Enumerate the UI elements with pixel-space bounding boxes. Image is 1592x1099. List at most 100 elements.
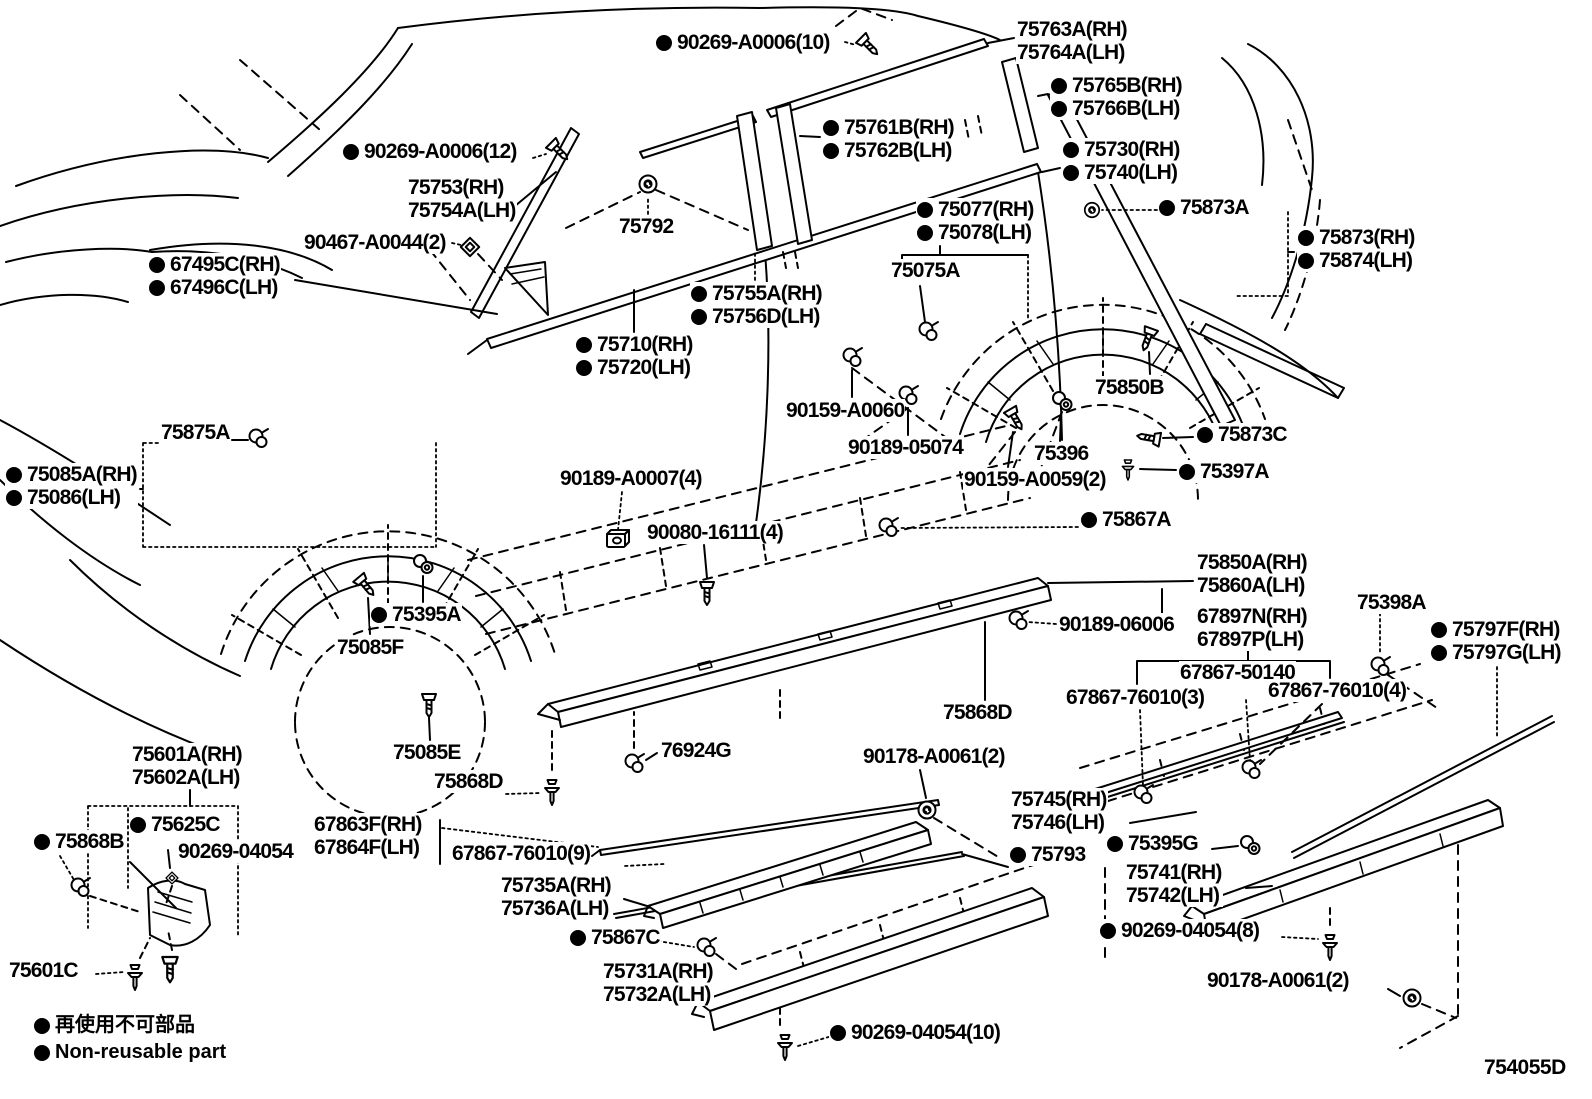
part-label-90159-a0060[interactable]: 90159-A0060: [785, 399, 906, 422]
part-label-90080-16111-4[interactable]: 90080-16111(4): [646, 521, 784, 544]
part-label-75792[interactable]: 75792: [618, 215, 675, 238]
part-label-75085a-75086[interactable]: 75085A(RH)75086(LH): [5, 463, 138, 509]
part-number-line: 75766B(LH): [1050, 97, 1183, 120]
part-number-text: 75601A(RH): [132, 743, 243, 766]
part-label-75797f-75797g[interactable]: 75797F(RH)75797G(LH): [1430, 618, 1562, 664]
legend-text-en: Non-reusable part: [55, 1041, 227, 1063]
part-label-75765b-75766b[interactable]: 75765B(RH)75766B(LH): [1050, 74, 1183, 120]
part-label-75868b[interactable]: 75868B: [33, 830, 125, 853]
part-label-75075a[interactable]: 75075A: [890, 259, 961, 282]
part-number-line: 75873C: [1196, 423, 1288, 446]
body-lower-moulding-rear: [691, 859, 1049, 1031]
part-number-text: 75755A(RH): [712, 282, 823, 305]
part-number-line: 67867-76010(9): [451, 842, 592, 865]
part-label-75601c[interactable]: 75601C: [8, 959, 79, 982]
part-label-75793[interactable]: 75793: [1009, 843, 1087, 866]
part-number-text: 75756D(LH): [712, 305, 820, 328]
part-label-75085f[interactable]: 75085F: [336, 636, 405, 659]
part-label-75873-75874[interactable]: 75873(RH)75874(LH): [1297, 226, 1416, 272]
part-label-75867c[interactable]: 75867C: [569, 926, 661, 949]
non-reusable-dot-icon: [130, 816, 146, 833]
part-label-75741-75742[interactable]: 75741(RH)75742(LH): [1125, 861, 1223, 907]
part-label-75850a-75860a[interactable]: 75850A(RH)75860A(LH): [1196, 551, 1308, 597]
part-label-67867-76010-3[interactable]: 67867-76010(3): [1065, 686, 1206, 709]
part-label-75601a-75602a[interactable]: 75601A(RH)75602A(LH): [131, 743, 243, 789]
part-label-75395g[interactable]: 75395G: [1106, 832, 1199, 855]
front-wheel-arch-moulding: [220, 524, 556, 818]
part-label-75868d-front[interactable]: 75868D: [433, 770, 504, 793]
part-label-75710-75720[interactable]: 75710(RH)75720(LH): [575, 333, 694, 379]
part-number-line: 75746(LH): [1010, 811, 1108, 834]
part-number-line: 75740(LH): [1062, 161, 1181, 184]
part-label-75397a[interactable]: 75397A: [1178, 460, 1270, 483]
part-label-75745-75746[interactable]: 75745(RH)75746(LH): [1010, 788, 1108, 834]
part-label-67867-76010-4[interactable]: 67867-76010(4): [1267, 679, 1408, 702]
part-label-75868d-rear[interactable]: 75868D: [942, 701, 1013, 724]
non-reusable-dot-icon: [1100, 922, 1116, 939]
part-label-75398a[interactable]: 75398A: [1356, 591, 1427, 614]
part-number-text: 90269-A0006(12): [364, 140, 517, 163]
part-label-90159-a0059-2[interactable]: 90159-A0059(2): [963, 468, 1107, 491]
part-label-75875a[interactable]: 75875A: [160, 421, 231, 444]
part-label-90178-a0061-2-front[interactable]: 90178-A0061(2): [862, 745, 1006, 768]
part-label-75850b[interactable]: 75850B: [1094, 376, 1165, 399]
part-label-75761b-75762b[interactable]: 75761B(RH)75762B(LH): [822, 116, 955, 162]
part-label-76924g[interactable]: 76924G: [660, 739, 732, 762]
part-label-90189-05074[interactable]: 90189-05074: [847, 436, 964, 459]
part-label-90189-06006[interactable]: 90189-06006: [1058, 613, 1175, 636]
part-label-67897n-67897p[interactable]: 67897N(RH)67897P(LH): [1196, 605, 1308, 651]
part-label-90269-a0006-12[interactable]: 90269-A0006(12): [342, 140, 518, 163]
part-label-75731a-75732a[interactable]: 75731A(RH)75732A(LH): [602, 960, 714, 1006]
part-label-75625c[interactable]: 75625C: [129, 813, 221, 836]
non-reusable-dot-icon: [823, 119, 839, 136]
part-number-line: 75756D(LH): [690, 305, 823, 328]
part-number-line: 75797G(LH): [1430, 641, 1562, 664]
part-number-text: 75732A(LH): [603, 983, 711, 1006]
part-label-75753-75754a[interactable]: 75753(RH)75754A(LH): [407, 176, 517, 222]
part-label-75763a-75764a[interactable]: 75763A(RH)75764A(LH): [1016, 18, 1128, 64]
part-label-75755a-75756d[interactable]: 75755A(RH)75756D(LH): [690, 282, 823, 328]
part-number-text: 75850A(RH): [1197, 551, 1308, 574]
non-reusable-dot-icon: [1431, 621, 1447, 638]
part-number-line: 75763A(RH): [1016, 18, 1128, 41]
part-label-90269-a0006-10[interactable]: 90269-A0006(10): [655, 31, 831, 54]
part-label-90269-04054-10[interactable]: 90269-04054(10): [829, 1021, 1002, 1044]
non-reusable-dot-icon: [823, 142, 839, 159]
part-label-75873a[interactable]: 75873A: [1158, 196, 1250, 219]
screw-icon: [854, 31, 884, 61]
part-number-text: 67867-76010(4): [1268, 679, 1407, 702]
part-number-text: 75078(LH): [938, 221, 1032, 244]
part-label-75395a[interactable]: 75395A: [370, 603, 462, 626]
part-label-75735a-75736a[interactable]: 75735A(RH)75736A(LH): [500, 874, 612, 920]
part-label-75730-75740[interactable]: 75730(RH)75740(LH): [1062, 138, 1181, 184]
part-number-text: 75761B(RH): [844, 116, 955, 139]
part-label-67867-50140[interactable]: 67867-50140: [1179, 661, 1296, 684]
part-label-75873c[interactable]: 75873C: [1196, 423, 1288, 446]
part-label-67867-76010-9[interactable]: 67867-76010(9): [451, 842, 592, 865]
screw-icon: [421, 693, 437, 718]
part-label-90467-a0044-2[interactable]: 90467-A0044(2): [303, 231, 447, 254]
non-reusable-dot-icon: [917, 224, 933, 241]
part-label-90178-a0061-2-rear[interactable]: 90178-A0061(2): [1206, 969, 1350, 992]
part-number-text: 75730(RH): [1084, 138, 1180, 161]
part-number-text: 67864F(LH): [314, 836, 420, 859]
part-number-line: 75764A(LH): [1016, 41, 1128, 64]
part-label-67495c-67496c[interactable]: 67495C(RH)67496C(LH): [148, 253, 281, 299]
part-label-90269-04054-8[interactable]: 90269-04054(8): [1099, 919, 1261, 942]
part-label-90269-04054[interactable]: 90269-04054: [177, 840, 294, 863]
part-number-text: 75763A(RH): [1017, 18, 1128, 41]
part-label-75085e[interactable]: 75085E: [392, 741, 462, 764]
part-number-text: 90467-A0044(2): [304, 231, 447, 254]
part-label-75077-75078[interactable]: 75077(RH)75078(LH): [916, 198, 1035, 244]
part-label-75396[interactable]: 75396: [1033, 442, 1090, 465]
part-number-text: 75873A: [1180, 196, 1250, 219]
part-label-90189-a0007-4[interactable]: 90189-A0007(4): [559, 467, 703, 490]
clip-icon: [918, 321, 939, 341]
part-label-75867a[interactable]: 75867A: [1080, 508, 1172, 531]
part-number-line: 75745(RH): [1010, 788, 1108, 811]
part-number-text: 75753(RH): [408, 176, 504, 199]
part-number-line: 67897N(RH): [1196, 605, 1308, 628]
part-label-67863f-67864f[interactable]: 67863F(RH)67864F(LH): [313, 813, 423, 859]
screw-icon: [1134, 427, 1163, 448]
